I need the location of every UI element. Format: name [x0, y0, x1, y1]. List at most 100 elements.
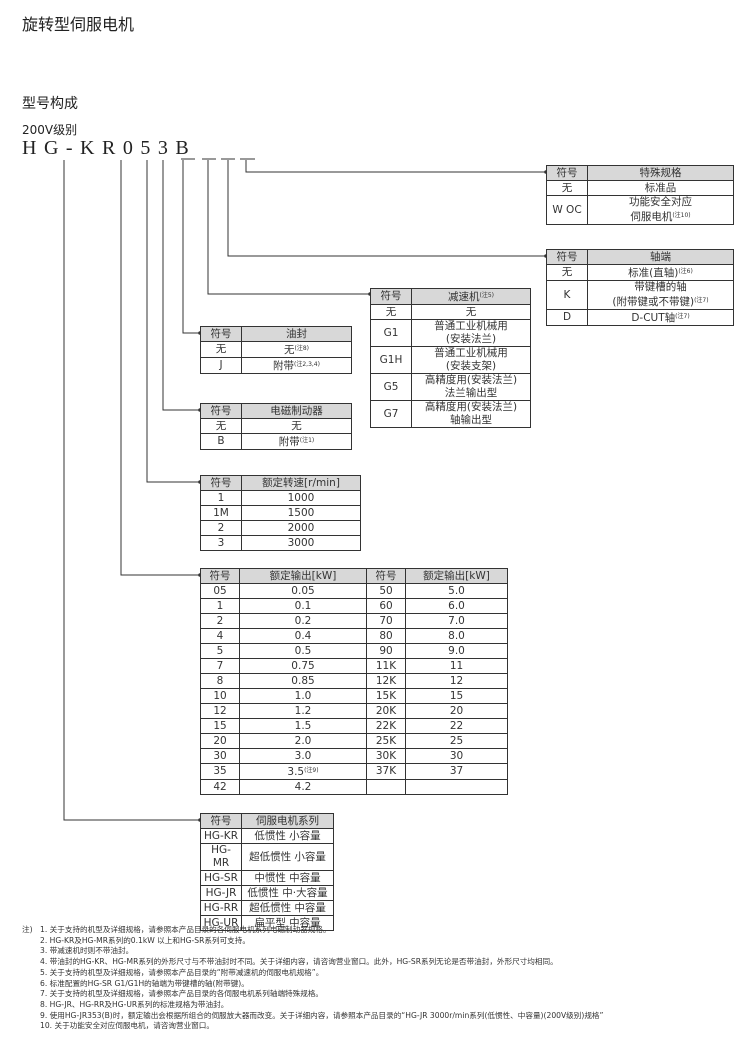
code-cell: 20K [366, 703, 406, 719]
note-prefix: 注) [22, 925, 33, 934]
voltage-class: 200V级别 [22, 123, 78, 137]
note-item: 7. 关于支持的机型及详细规格，请参照本产品目录的各伺服电机系列轴端特殊规格。 [22, 989, 603, 1000]
header-cell: 额定转速[r/min] [241, 475, 361, 491]
value-cell: 无 [241, 418, 352, 434]
note-prefix [22, 979, 40, 990]
header-cell: 特殊规格 [587, 165, 734, 181]
note-item: 3. 带减速机时则不带油封。 [22, 946, 603, 957]
value-cell: 高精度用(安装法兰)轴输出型 [411, 400, 531, 428]
value-cell: 中惯性 中容量 [241, 870, 334, 886]
code-cell: 20 [200, 733, 240, 749]
code-cell: 1 [200, 598, 240, 614]
value-cell: 6.0 [405, 598, 508, 614]
code-cell: 12K [366, 673, 406, 689]
note-text: 2. HG-KR及HG-MR系列的0.1kW 以上和HG-SR系列可支持。 [40, 935, 250, 945]
code-cell: 2 [200, 520, 242, 536]
note-ref: (注9) [304, 767, 319, 774]
code-cell: 无 [200, 418, 242, 434]
code-cell: 1 [200, 490, 242, 506]
code-cell: 8 [200, 673, 240, 689]
value-cell: 3.0 [239, 748, 367, 764]
value-cell: 12 [405, 673, 508, 689]
value-cell: 3.5(注9) [239, 763, 367, 780]
value-cell: 低惯性 小容量 [241, 828, 334, 844]
note-text: 3. 带减速机时则不带油封。 [40, 946, 134, 956]
code-cell: HG-KR [200, 828, 242, 844]
value-cell: 20 [405, 703, 508, 719]
value-cell: 0.75 [239, 658, 367, 674]
table-header: 符号伺服电机系列 [200, 813, 334, 829]
value-cell: 0.05 [239, 583, 367, 599]
code-cell: G5 [370, 373, 412, 401]
value-cell: 低惯性 中·大容量 [241, 885, 334, 901]
header-cell: 电磁制动器 [241, 403, 352, 419]
code-cell: HG-RR [200, 900, 242, 916]
note-ref: (注2,3,4) [294, 361, 320, 368]
code-cell: HG-MR [200, 843, 242, 871]
note-item: 5. 关于支持的机型及详细规格，请参照本产品目录的“附带减速机的伺服电机规格”。 [22, 968, 603, 979]
code-cell: G1H [370, 346, 412, 374]
code-cell: 7 [200, 658, 240, 674]
code-cell: HG-JR [200, 885, 242, 901]
value-cell: 11 [405, 658, 508, 674]
code-cell: 无 [200, 341, 242, 358]
note-prefix [22, 989, 40, 1000]
note-ref: (注7) [694, 297, 709, 304]
note-item: 6. 标准配置的HG-SR G1/G1H的轴端为带键槽的轴(附带键)。 [22, 979, 603, 990]
note-ref: (注8) [294, 345, 310, 352]
code-cell: 11K [366, 658, 406, 674]
note-prefix [22, 1021, 40, 1032]
note-item: 注)1. 关于支持的机型及详细规格，请参照本产品目录的各伺服电机系列电磁制动器规… [22, 925, 603, 936]
note-text: 4. 带油封的HG-KR、HG-MR系列的外形尺寸与不带油封时不同。关于详细内容… [40, 957, 558, 967]
value-cell: 4.2 [239, 779, 367, 795]
note-prefix [22, 936, 40, 947]
value-cell: 5.0 [405, 583, 508, 599]
code-cell: HG-SR [200, 870, 242, 886]
header-cell: 额定输出[kW] [239, 568, 367, 584]
value-cell: 标准品 [587, 180, 734, 196]
note-item: 10. 关于功能安全对应伺服电机，请咨询营业窗口。 [22, 1021, 603, 1032]
code-cell: W OC [546, 195, 588, 225]
header-cell: 轴端 [587, 249, 734, 265]
code-cell: 35 [200, 763, 240, 780]
value-cell: 22 [405, 718, 508, 734]
value-cell: 8.0 [405, 628, 508, 644]
value-cell: D-CUT轴(注7) [587, 309, 734, 326]
code-cell: 37K [366, 763, 406, 780]
code-cell: 15K [366, 688, 406, 704]
note-text: 6. 标准配置的HG-SR G1/G1H的轴端为带键槽的轴(附带键)。 [40, 978, 249, 988]
value-cell: 7.0 [405, 613, 508, 629]
code-cell: 10 [200, 688, 240, 704]
header-cell: 额定输出[kW] [405, 568, 508, 584]
table-header: 符号特殊规格 [546, 165, 734, 181]
code-cell: 1M [200, 505, 242, 521]
note-text: 9. 使用HG-JR353(B)时，额定输出会根据所组合的伺服放大器而改变。关于… [40, 1010, 604, 1020]
note-prefix [22, 946, 40, 957]
table-row: 无标准(直轴)(注6) [546, 264, 734, 281]
section-heading: 型号构成 [22, 96, 78, 112]
value-cell: 30 [405, 748, 508, 764]
header-cell: 符号 [200, 568, 240, 584]
code-cell: 22K [366, 718, 406, 734]
value-cell: 无(注8) [241, 341, 352, 358]
value-cell: 25 [405, 733, 508, 749]
code-cell: G1 [370, 319, 412, 347]
code-cell: 90 [366, 643, 406, 659]
code-cell: 05 [200, 583, 240, 599]
note-ref: (注6) [678, 268, 693, 275]
